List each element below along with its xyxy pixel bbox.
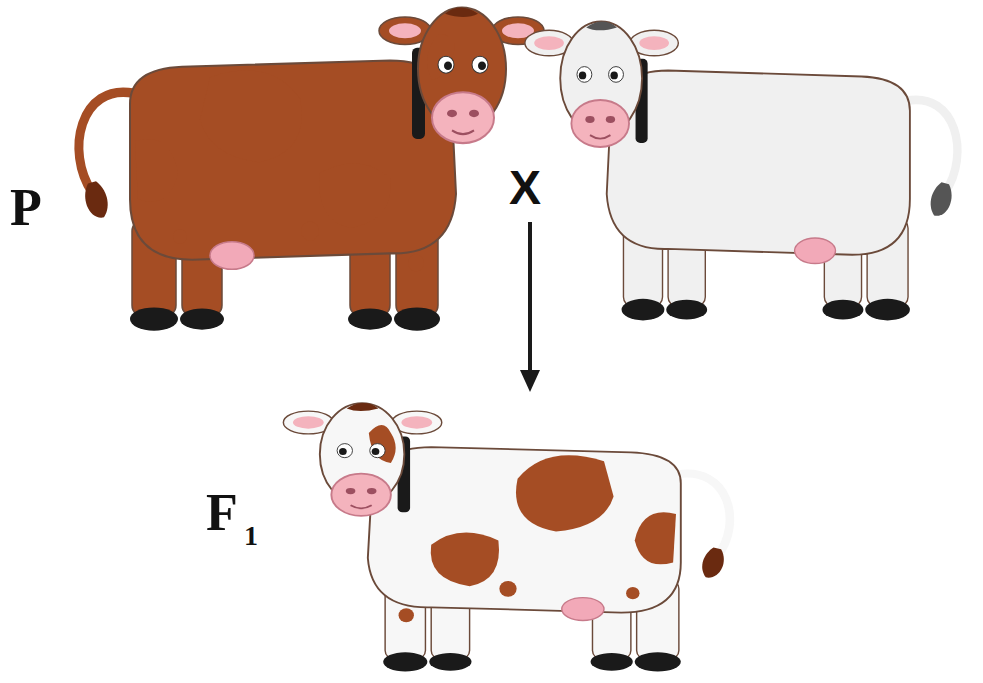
generation-label: P <box>10 182 42 234</box>
cross-symbol: X <box>509 164 541 212</box>
generation-label: F <box>206 487 238 539</box>
spotted-cow <box>283 403 730 671</box>
generation-subscript: 1 <box>244 522 258 550</box>
brown-cow <box>79 7 544 330</box>
cross-arrow-head <box>520 370 540 392</box>
cross-arrow-shaft <box>528 222 532 372</box>
white-cow <box>525 22 958 321</box>
